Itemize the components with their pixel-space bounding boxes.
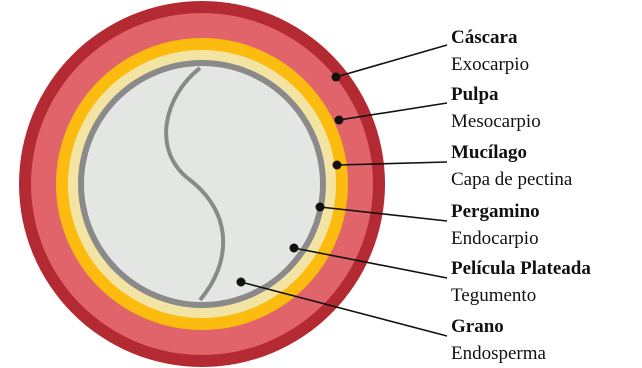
label-mucilago-name: Mucílago [451, 142, 527, 163]
label-mucilago-sub: Capa de pectina [451, 169, 573, 190]
label-grano-sub: Endosperma [451, 343, 547, 364]
label-cascara-name: Cáscara [451, 27, 518, 48]
label-pelicula-sub: Tegumento [451, 285, 536, 306]
label-pulpa-sub: Mesocarpio [451, 111, 541, 132]
dot-mucilago [333, 161, 342, 170]
leader-line-cascara [336, 45, 447, 77]
dot-grano [237, 278, 246, 287]
label-pergamino-name: Pergamino [451, 201, 540, 222]
dot-pergamino [316, 203, 325, 212]
dot-pulpa [335, 116, 344, 125]
label-cascara-sub: Exocarpio [451, 54, 529, 75]
label-pulpa-name: Pulpa [451, 84, 499, 105]
dot-pelicula [290, 244, 299, 253]
label-pergamino-sub: Endocarpio [451, 228, 539, 249]
labels: Cáscara Exocarpio Pulpa Mesocarpio Mucíl… [451, 27, 591, 364]
dot-cascara [332, 73, 341, 82]
label-pelicula-name: Película Plateada [451, 258, 591, 279]
label-grano-name: Grano [451, 316, 504, 337]
bean [84, 66, 320, 302]
